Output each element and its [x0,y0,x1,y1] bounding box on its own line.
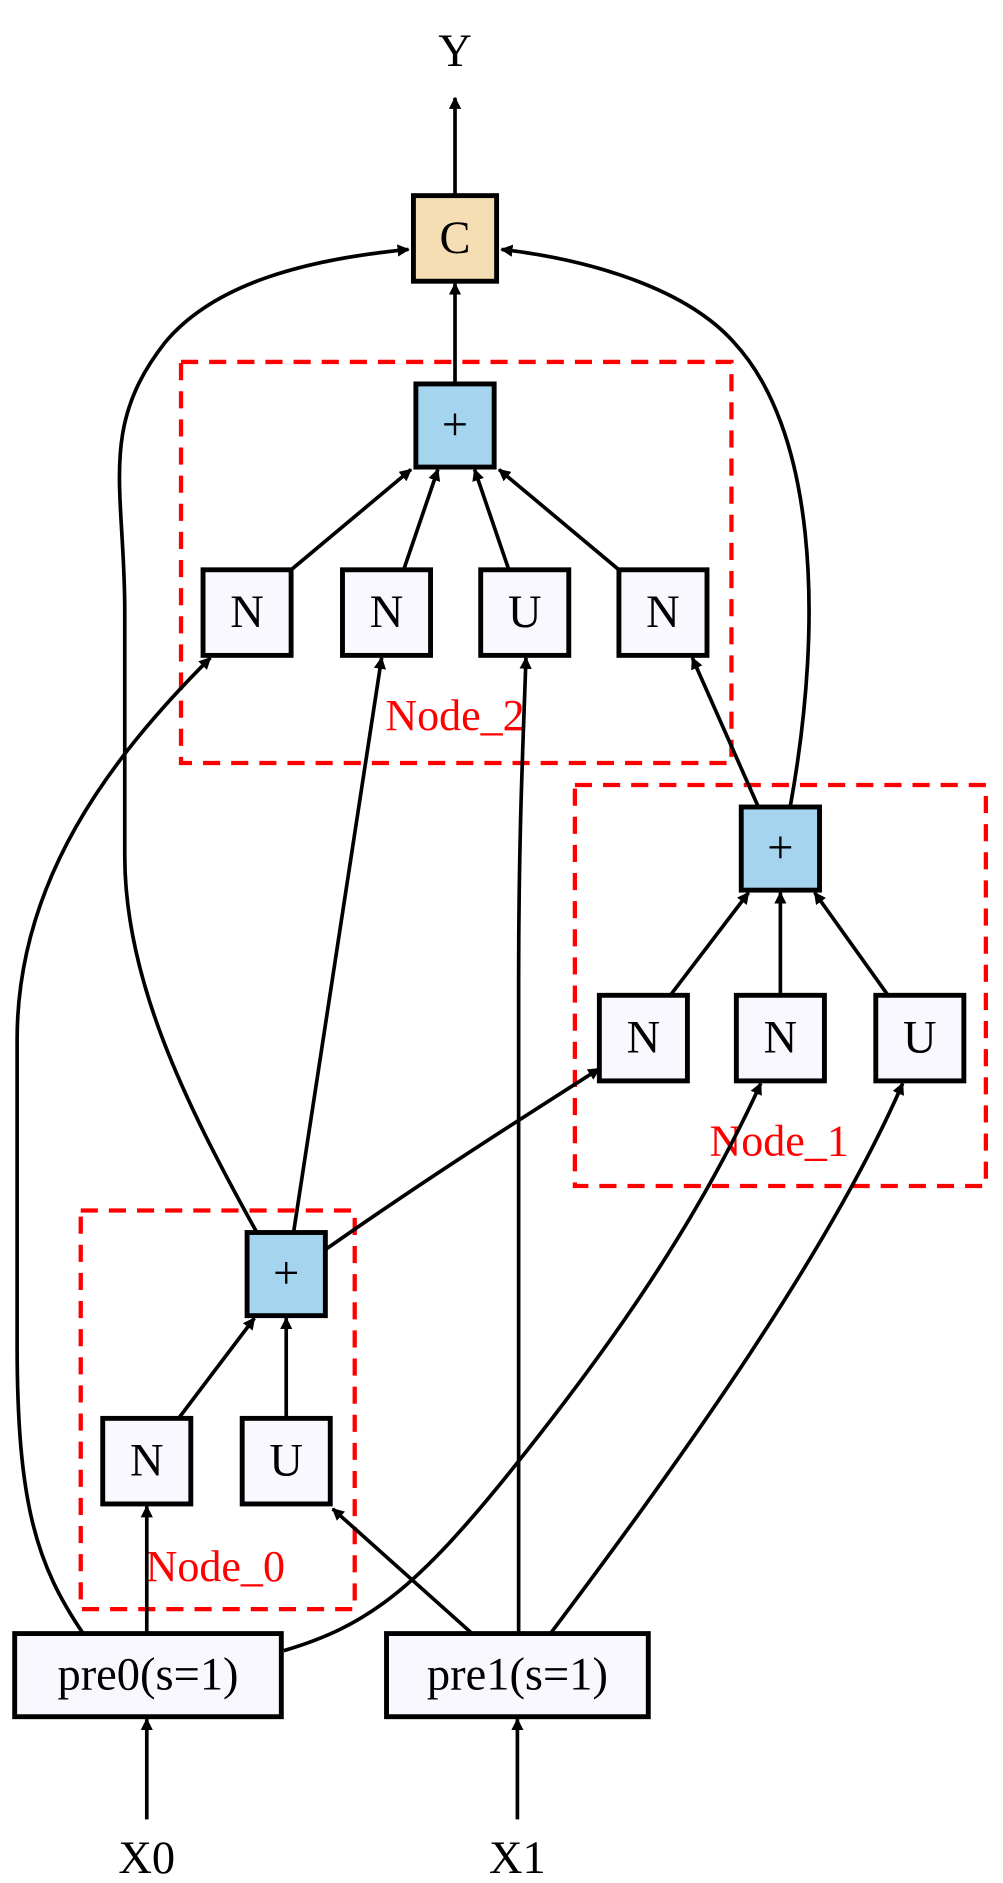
edge-n2a-to-sum2 [289,468,413,572]
edge-u2-to-sum2 [472,468,511,571]
sum-label: + [767,823,793,874]
edge-u1-to-sum1 [813,891,890,997]
cluster-label: Node_0 [146,1542,285,1591]
node0-sum: + [244,1230,328,1319]
node0-op: U [239,1415,333,1507]
pre-label: pre1(s=1) [427,1650,608,1701]
op-label: N [627,1013,661,1064]
cluster-label: Node_2 [385,691,524,740]
edge-n0a-to-sum0 [177,1316,256,1420]
edge-pre0-to-n1b [283,1082,763,1653]
op-label: U [269,1436,303,1487]
cluster-label: Node_1 [709,1116,848,1165]
cluster-node-0: Node_0 [78,1208,357,1612]
pre-label: pre0(s=1) [57,1650,238,1701]
node1-op: U [873,992,967,1084]
output-label: Y [438,26,472,77]
node1-op: N [733,992,827,1084]
edge-sum0-to-n2b [291,656,387,1233]
op-label: U [508,587,542,638]
pre1-node: pre1(s=1) [384,1631,651,1720]
node2-op: N [616,567,710,658]
pre0-node: pre0(s=1) [12,1631,284,1720]
op-label: N [130,1436,164,1487]
node1-sum: + [738,804,822,893]
edge-n2b-to-sum2 [401,468,441,571]
edge-sum0-to-c [117,244,410,1234]
edge-n2d-to-sum2 [497,468,621,572]
input-label-x1: X1 [489,1833,546,1883]
node1-op: N [596,992,690,1084]
concat-label: C [440,213,471,264]
input-label-x0: X0 [118,1833,175,1883]
edge-sum1-to-n2d [690,656,761,808]
edges [15,96,905,1820]
edge-pre1-to-u1 [548,1082,905,1635]
op-label: U [903,1013,937,1064]
op-label: N [370,587,404,638]
node2-op: N [340,567,434,658]
cluster-node-2: Node_2 [178,359,734,766]
node2-sum: + [413,381,497,470]
op-label: N [764,1013,798,1064]
op-label: N [646,587,680,638]
sum-label: + [442,400,468,451]
sum-label: + [273,1249,299,1300]
edge-pre1-to-u2 [516,656,532,1634]
node0-op: N [100,1415,194,1507]
edge-sum1-to-c [500,244,811,808]
edge-pre0-to-n2a [15,656,212,1635]
node2-op: N [200,567,294,658]
edge-n1a-to-sum1 [668,891,751,997]
edge-pre1-to-u0 [331,1507,474,1635]
edge-sum0-to-n1a [324,1067,601,1252]
node2-op: U [478,567,572,658]
concat-node: C [410,193,500,284]
op-label: N [230,587,264,638]
